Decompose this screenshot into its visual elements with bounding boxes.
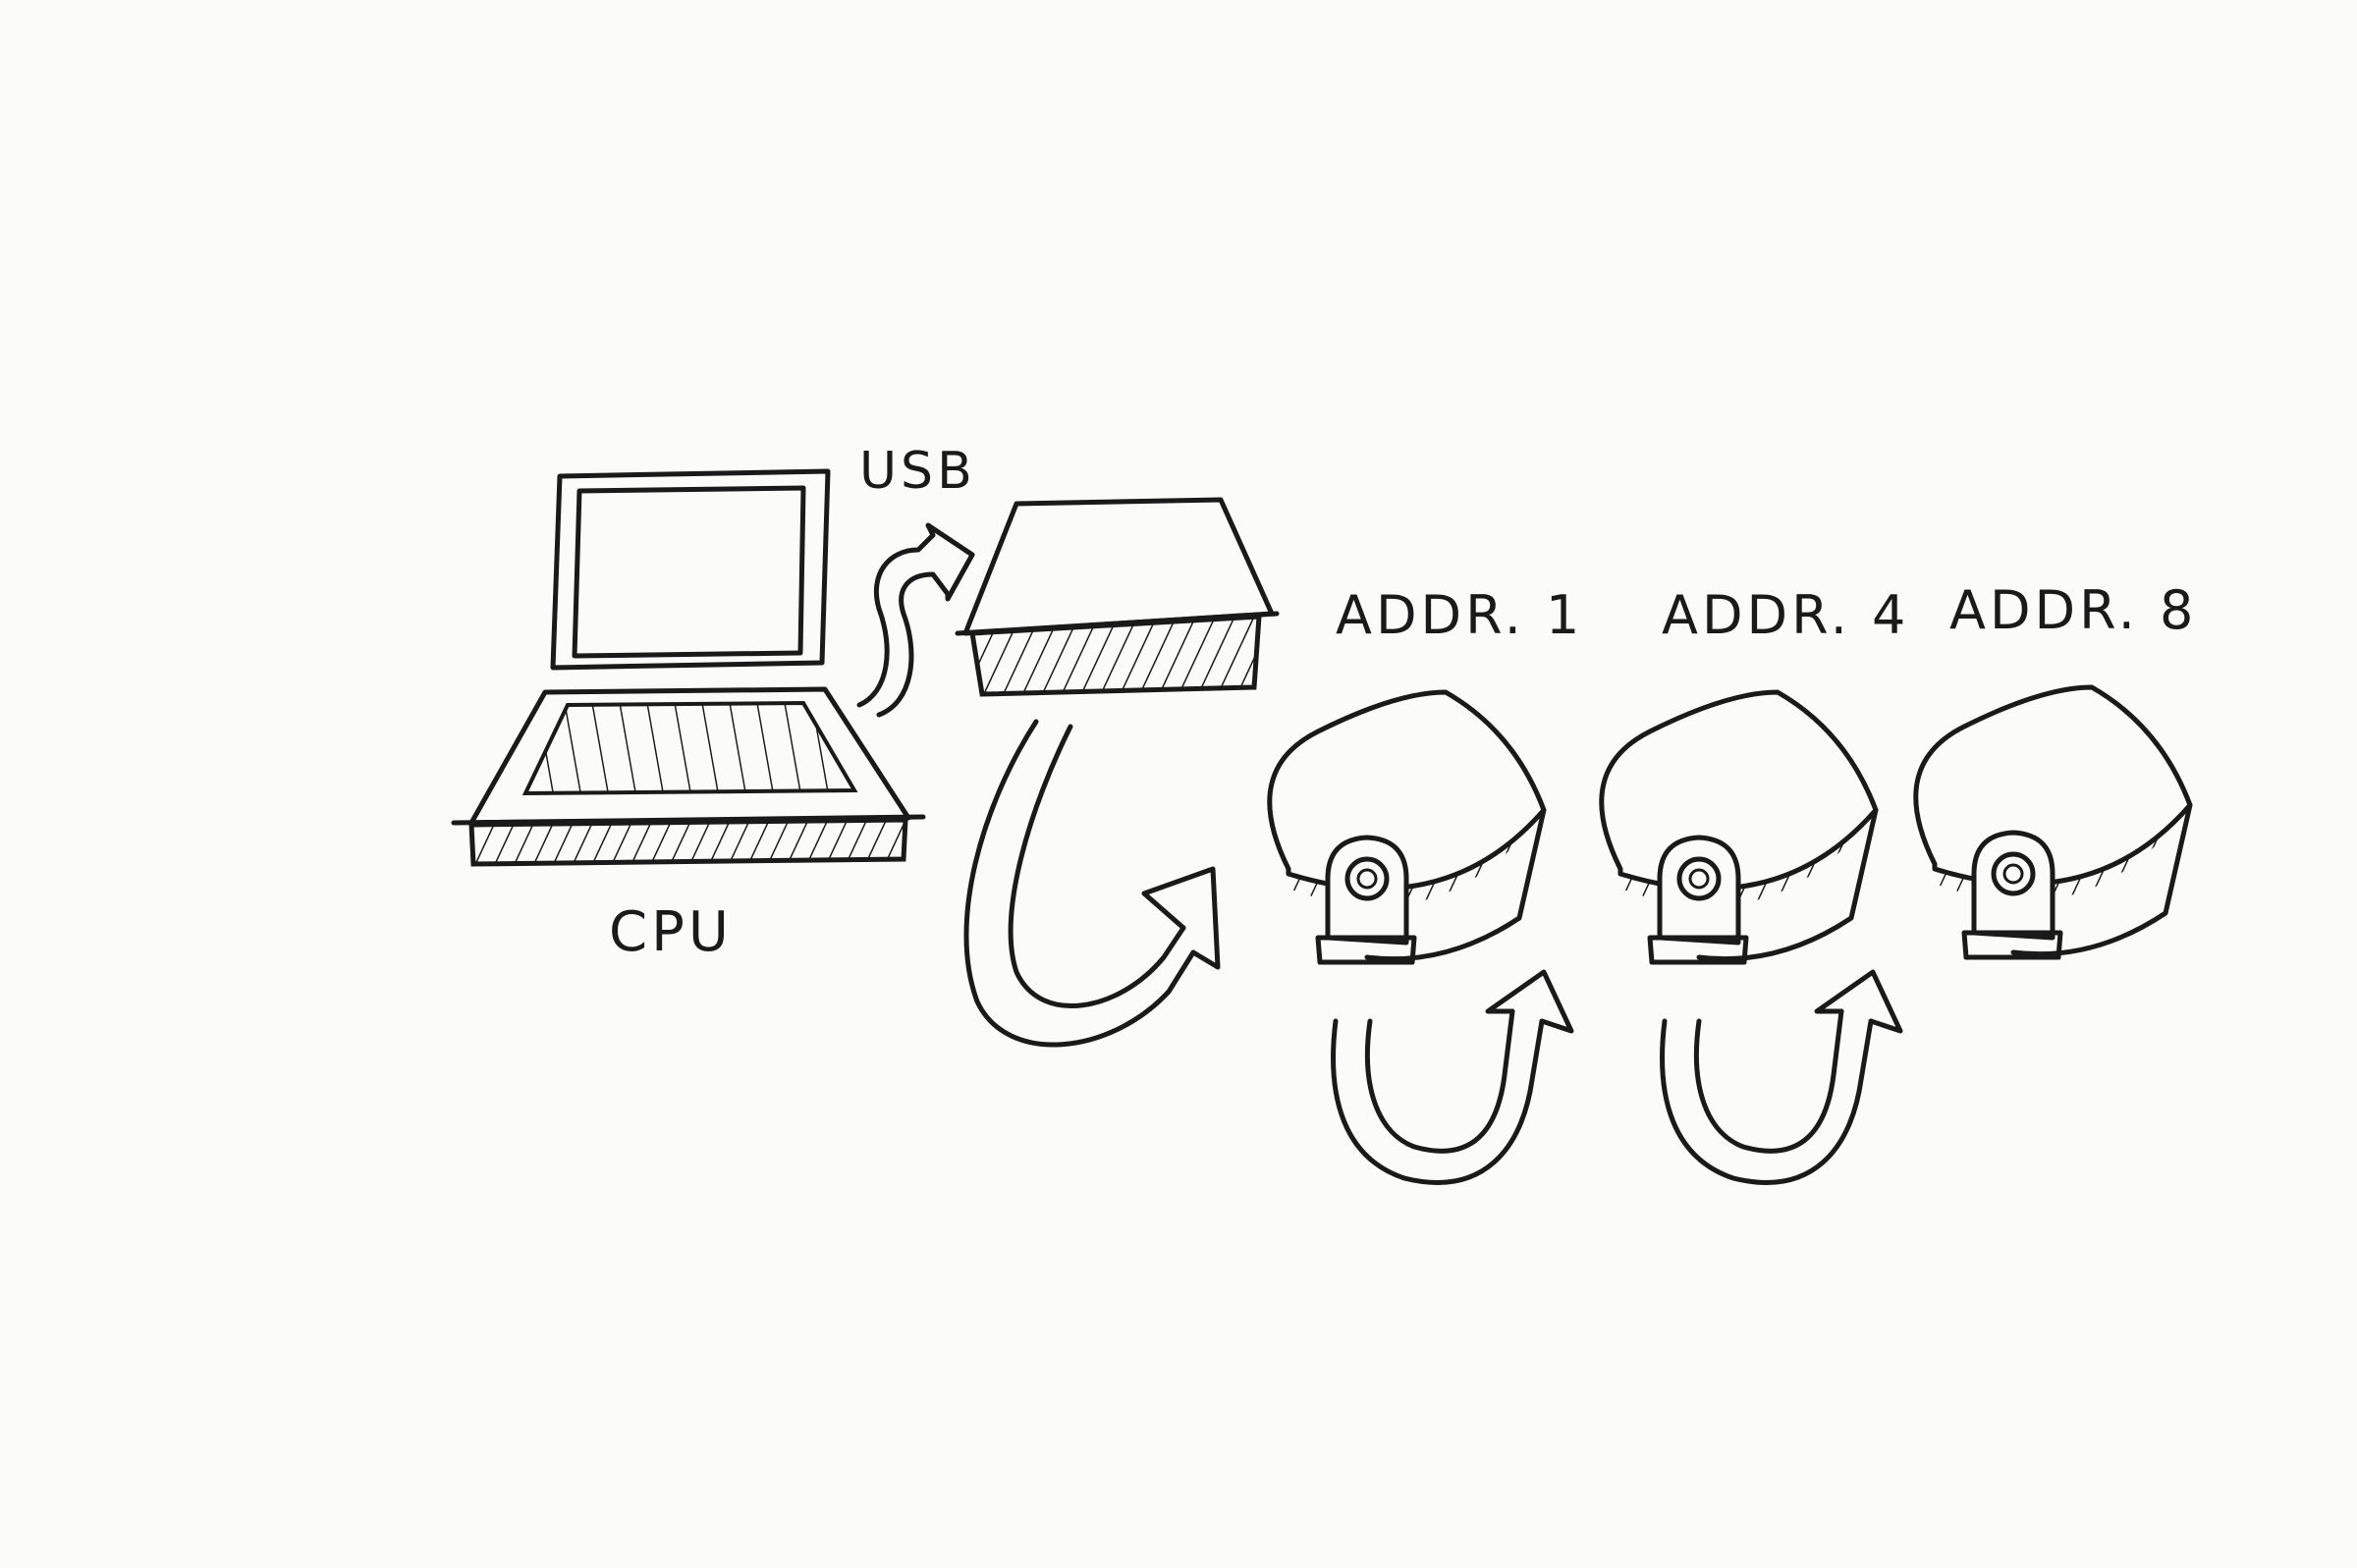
servo-motor-icon-3 xyxy=(1916,687,2190,957)
bus-arrow-main xyxy=(963,719,1221,1048)
usb-hub-icon xyxy=(955,497,1280,697)
usb-link-arrow xyxy=(856,522,975,718)
servo-address-label-1: ADDR. 1 xyxy=(1336,584,1583,646)
cpu-label: CPU xyxy=(609,900,733,964)
servo-motor-icon-1 xyxy=(1270,692,1544,962)
servo-motor-icon-2 xyxy=(1602,692,1876,962)
usb-label: USB xyxy=(859,442,976,501)
daisy-chain-arrow-1 xyxy=(1334,972,1571,1182)
servo-address-label-3: ADDR. 8 xyxy=(1949,579,2197,641)
servo-address-label-2: ADDR. 4 xyxy=(1662,584,1909,646)
laptop-icon xyxy=(451,468,926,867)
daisy-chain-arrow-2 xyxy=(1663,972,1900,1182)
